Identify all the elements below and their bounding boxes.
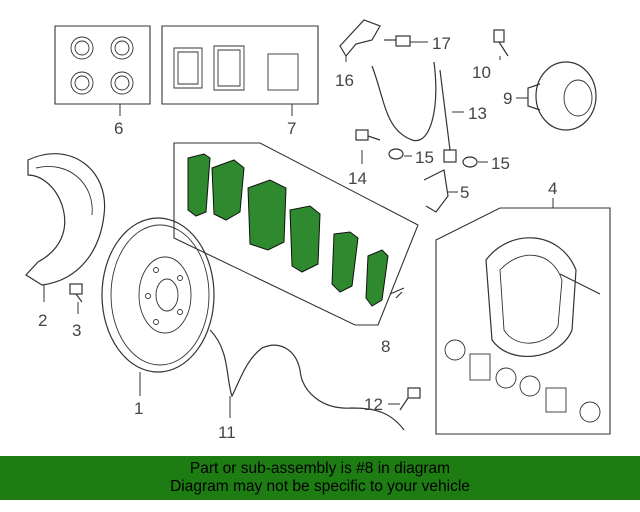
footer-line-2: Diagram may not be specific to your vehi… bbox=[170, 478, 470, 495]
callout-6: 6 bbox=[114, 119, 123, 138]
footer-line-1: Part or sub-assembly is #8 in diagram bbox=[189, 460, 451, 477]
parts-diagram: 6 7 2 3 1 8 bbox=[25, 19, 611, 442]
callout-10: 10 bbox=[472, 63, 491, 82]
part-4-caliper-assembly[interactable] bbox=[435, 207, 611, 435]
part-12-bolt[interactable] bbox=[399, 387, 421, 411]
part-7-hardware-kit[interactable] bbox=[161, 25, 319, 105]
callout-12: 12 bbox=[364, 395, 383, 414]
callout-11: 11 bbox=[218, 423, 236, 442]
part-5-clip[interactable] bbox=[423, 169, 449, 213]
part-13-brake-hose[interactable] bbox=[371, 61, 457, 163]
part-11-wear-sensor[interactable] bbox=[209, 329, 405, 431]
callout-8: 8 bbox=[381, 337, 390, 356]
callout-1: 1 bbox=[134, 399, 143, 418]
callout-9: 9 bbox=[503, 89, 512, 108]
part-16-bracket[interactable] bbox=[339, 19, 381, 58]
part-1-brake-rotor[interactable] bbox=[101, 217, 215, 373]
callout-7: 7 bbox=[287, 119, 296, 138]
callout-3: 3 bbox=[72, 321, 81, 340]
part-9-wheel-hub[interactable] bbox=[527, 61, 597, 131]
part-8-brake-pad-set[interactable] bbox=[173, 142, 419, 326]
callout-14: 14 bbox=[348, 169, 367, 188]
callout-17: 17 bbox=[432, 34, 451, 53]
callout-4: 4 bbox=[548, 179, 557, 198]
callout-15-a: 15 bbox=[415, 148, 434, 167]
callout-16: 16 bbox=[335, 71, 354, 90]
callout-15-b: 15 bbox=[491, 154, 510, 173]
part-3-bolt[interactable] bbox=[69, 283, 83, 303]
footer-banner: Part or sub-assembly is #8 in diagram Di… bbox=[0, 456, 640, 500]
part-2-splash-shield[interactable] bbox=[25, 153, 106, 286]
callout-13: 13 bbox=[468, 104, 487, 123]
part-6-seal-kit[interactable] bbox=[54, 25, 151, 105]
part-17-bolt[interactable] bbox=[384, 35, 411, 47]
callout-2: 2 bbox=[38, 311, 47, 330]
part-10-bolt[interactable] bbox=[493, 29, 509, 57]
part-15-washer-b[interactable] bbox=[462, 156, 478, 168]
part-14-bolt[interactable] bbox=[355, 129, 381, 141]
callout-5: 5 bbox=[460, 183, 469, 202]
part-15-washer-a[interactable] bbox=[388, 148, 404, 160]
